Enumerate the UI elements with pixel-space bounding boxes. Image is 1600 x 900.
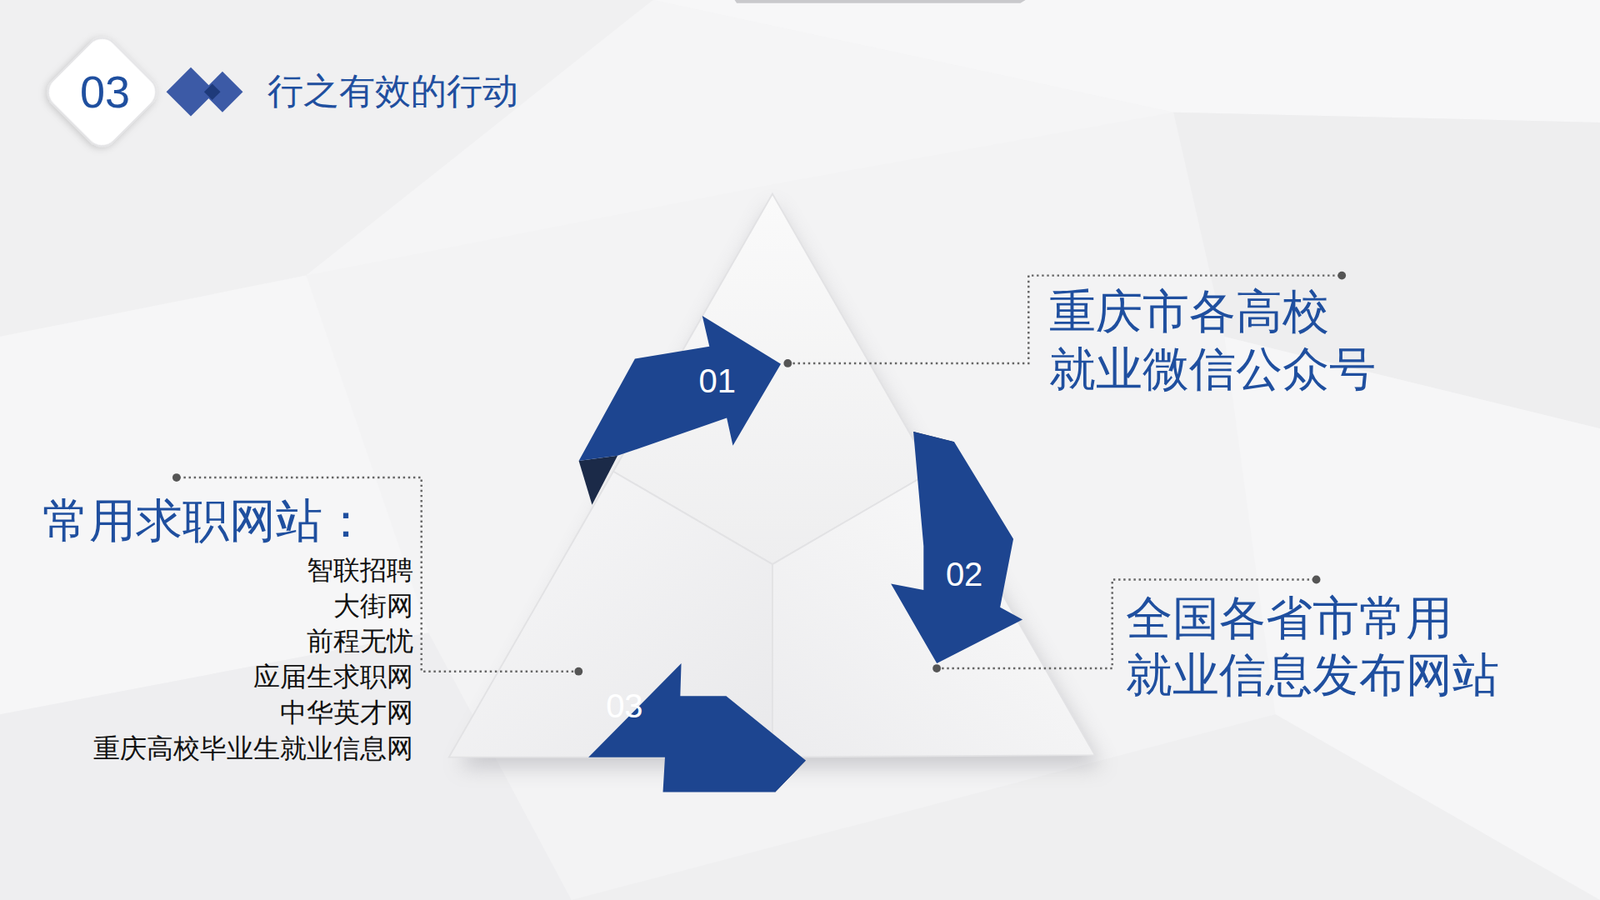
- website-item: 大街网: [333, 589, 414, 623]
- section-number: 03: [80, 69, 130, 115]
- slide-title: 行之有效的行动: [267, 67, 519, 116]
- website-item: 应届生求职网: [253, 660, 414, 694]
- step-number: 01: [699, 364, 737, 398]
- arrow-shape: [571, 310, 786, 510]
- step-arrow: 02: [885, 426, 1029, 668]
- list-heading: 常用求职网站：: [42, 491, 370, 550]
- step-arrow: 01: [571, 310, 786, 510]
- website-item: 中华英才网: [280, 695, 414, 730]
- callout-text: 全国各省市常用 就业信息发布网站: [1125, 590, 1500, 705]
- step-number: 03: [605, 689, 644, 723]
- arrow-shape: [885, 426, 1029, 668]
- step-arrow: 03: [583, 658, 810, 796]
- arrow-shape: [583, 658, 810, 796]
- website-item: 智联招聘: [306, 553, 414, 587]
- section-badge: 03: [40, 30, 164, 154]
- callout-text: 重庆市各高校 就业微信公众号: [1049, 283, 1376, 398]
- website-item: 重庆高校毕业生就业信息网: [93, 731, 414, 765]
- step-number: 02: [945, 557, 984, 591]
- website-item: 前程无忧: [306, 624, 414, 658]
